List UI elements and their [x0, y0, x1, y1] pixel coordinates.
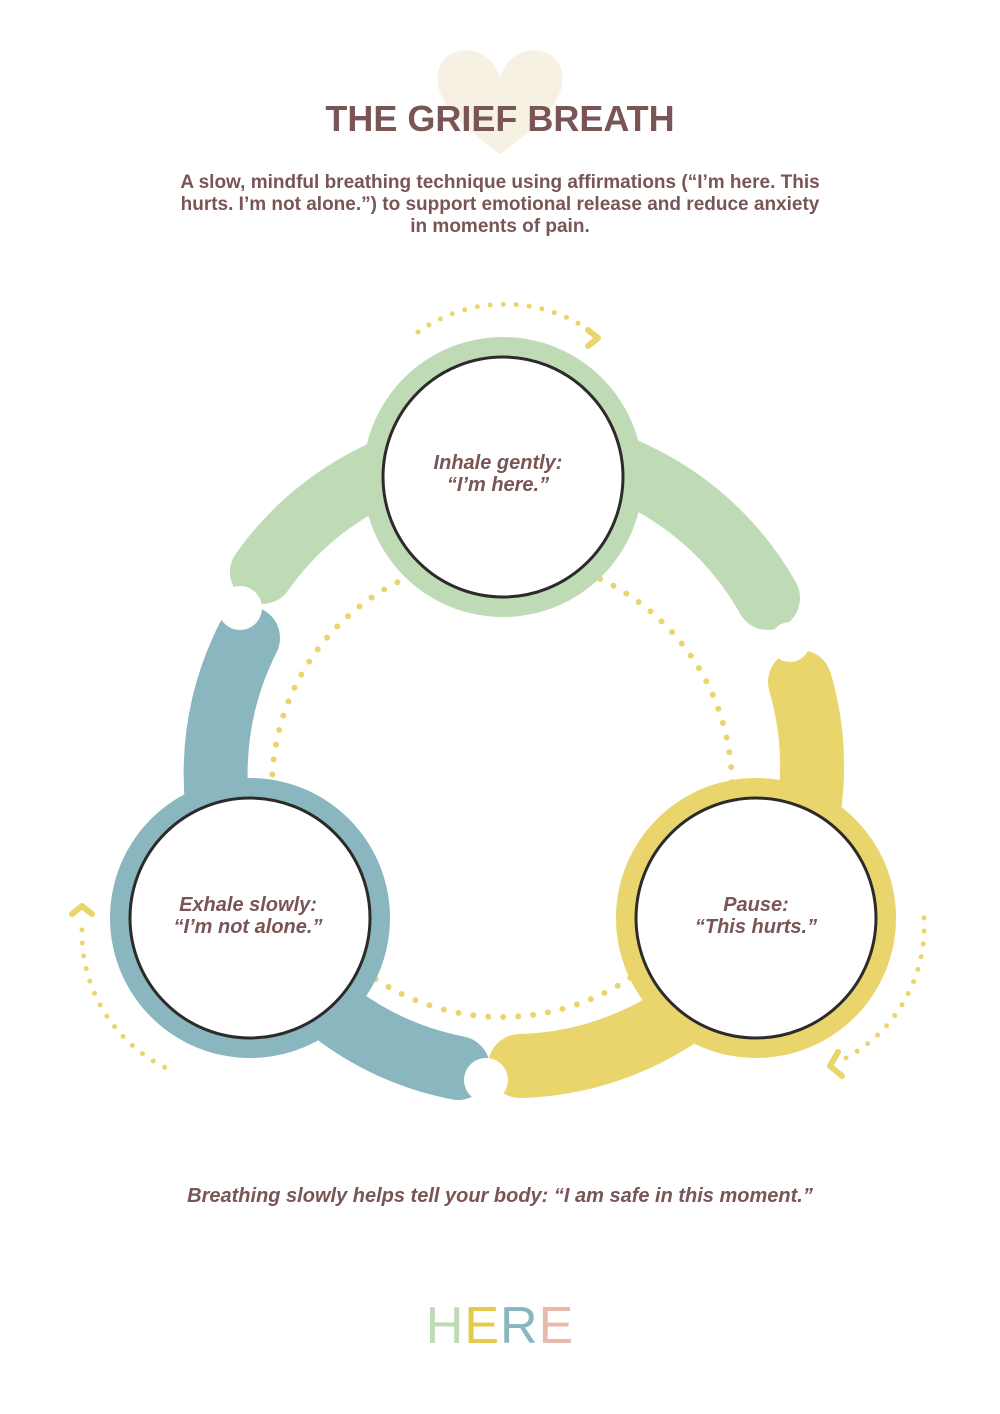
top-dotted-arc [415, 301, 589, 335]
page-subtitle: A slow, mindful breathing technique usin… [180, 172, 820, 237]
breath-cycle-diagram: Inhale gently: “I’m here.” Pause: “This … [0, 290, 1000, 1130]
exhale-label-line1: Exhale slowly: [179, 894, 317, 916]
inhale-label-line1: Inhale gently: [433, 452, 563, 474]
brand-logo: HERE [0, 1296, 1000, 1356]
cycle-graphic [69, 301, 927, 1102]
footer-note: Breathing slowly helps tell your body: “… [187, 1185, 813, 1207]
heart-icon [437, 50, 563, 154]
exhale-label: Exhale slowly: “I’m not alone.” [148, 894, 348, 938]
step-node-pause [616, 778, 896, 1058]
exhale-label-line2: “I’m not alone.” [173, 916, 323, 938]
brand-letter-e2: E [538, 1297, 575, 1355]
pause-label-line2: “This hurts.” [694, 916, 818, 938]
brand-letter-h: H [425, 1297, 465, 1355]
left-arrow-icon [69, 903, 95, 917]
right-arrow-icon [827, 1049, 845, 1079]
inhale-label: Inhale gently: “I’m here.” [398, 452, 598, 496]
brand-letter-r: R [500, 1297, 539, 1355]
brand-letter-e1: E [464, 1297, 500, 1355]
pause-label-line1: Pause: [723, 894, 789, 916]
inhale-label-line2: “I’m here.” [446, 474, 550, 496]
top-arrow-icon [585, 327, 601, 349]
page-title: THE GRIEF BREATH [325, 98, 675, 139]
pause-label: Pause: “This hurts.” [656, 894, 856, 938]
step-node-exhale [110, 778, 390, 1058]
step-node-inhale [363, 337, 643, 617]
